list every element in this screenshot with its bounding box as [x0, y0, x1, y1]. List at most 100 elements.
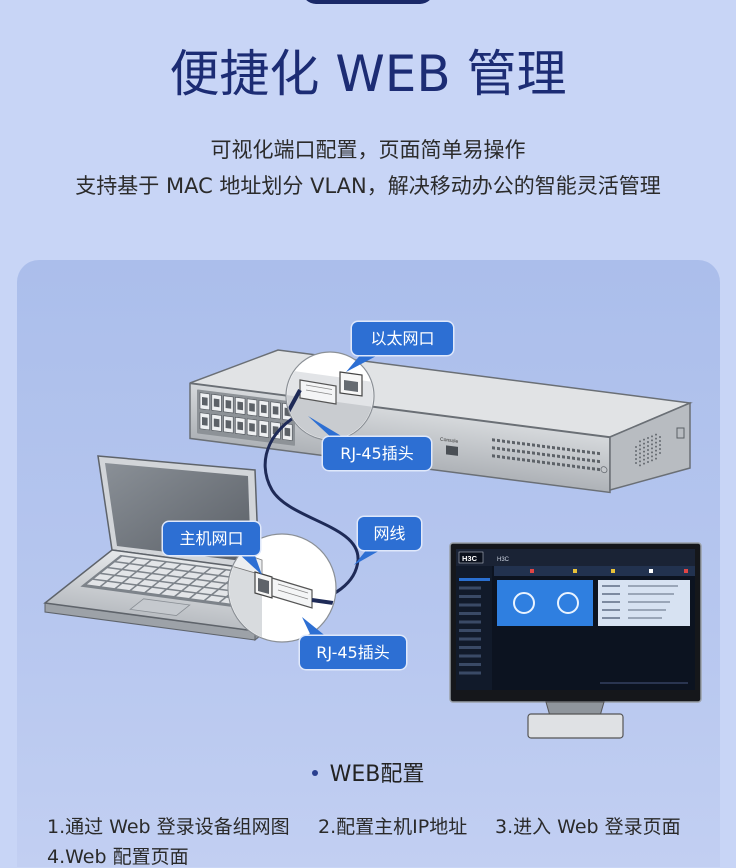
sidebar-menu-item [459, 671, 481, 675]
page-title: 便捷化 WEB 管理 [169, 45, 567, 103]
sidebar-menu-item [459, 646, 481, 649]
info-key-line [602, 609, 620, 611]
switch-led [597, 451, 600, 456]
keyboard-key [123, 578, 143, 585]
keyboard-key [213, 589, 232, 597]
keyboard-key [183, 585, 202, 593]
keyboard-key [138, 566, 158, 573]
vent-hole [643, 454, 645, 457]
keyboard-key [146, 574, 165, 581]
switch-led [532, 459, 535, 463]
vent-hole [639, 448, 641, 451]
keyboard-key [153, 582, 173, 589]
keyboard-key [146, 560, 165, 567]
info-value-line [628, 617, 662, 619]
sidebar-menu-item [459, 637, 481, 641]
switch-vent [635, 433, 661, 467]
web-ui-header [456, 549, 695, 566]
section-heading-text: WEB配置 [329, 762, 425, 787]
keyboard-key [175, 564, 195, 571]
switch-led [542, 452, 545, 457]
switch-led [522, 442, 525, 446]
info-key-line [602, 601, 620, 603]
switch-status-leds [492, 438, 600, 472]
keyboard-key [168, 584, 188, 591]
switch-led [562, 447, 565, 451]
vent-hole [651, 455, 653, 458]
tail-rj45-host [302, 617, 328, 638]
vent-hole [643, 438, 645, 441]
switch-led [547, 461, 550, 465]
switch-port-socket [202, 416, 208, 426]
switch-led [557, 446, 560, 451]
tail-rj45-switch [308, 416, 348, 440]
keyboard-key [131, 585, 150, 593]
console-label: Console [440, 437, 459, 445]
vent-hole [643, 450, 645, 453]
switch-side-face [609, 401, 691, 491]
keyboard-key [205, 582, 225, 589]
memory-usage-ring [557, 592, 579, 614]
monitor-stand-base [527, 713, 624, 739]
switch-led [597, 459, 600, 464]
vent-hole [635, 462, 637, 465]
vent-hole [655, 449, 657, 452]
info-value-line [628, 601, 670, 603]
vent-hole [655, 453, 657, 456]
sidebar-menu-item [459, 595, 481, 598]
web-ui-sidebar-menu [459, 578, 490, 675]
info-value-line [628, 593, 674, 595]
switch-led [502, 447, 505, 451]
keyboard-key [131, 558, 150, 565]
switch-led [522, 450, 525, 454]
sidebar-menu-item [459, 603, 481, 607]
switch-led [557, 454, 560, 459]
vent-hole [643, 462, 645, 465]
switch-port-socket [272, 406, 279, 415]
callout-ethernet-port: 以太网口 [352, 322, 453, 355]
callout-host-port: 主机网口 [163, 522, 260, 555]
vent-hole [659, 447, 661, 450]
keyboard-key [108, 562, 128, 569]
switch-led [542, 460, 545, 465]
web-ui-header-title: H3C [497, 557, 510, 563]
keyboard-key [198, 574, 217, 581]
keyboard-key [191, 593, 210, 601]
keyboard-key [190, 580, 210, 587]
switch-led [592, 451, 595, 455]
step-4: 4.Web 配置页面 [47, 846, 189, 868]
switch-led [507, 440, 510, 444]
vent-hole [635, 450, 637, 453]
keyboard-key [176, 591, 195, 599]
status-alarm-red [530, 569, 534, 573]
switch-led [572, 448, 575, 452]
switch-led [587, 450, 590, 454]
switch-led [547, 445, 550, 449]
callout-rj45-switch: RJ-45插头 [323, 437, 431, 470]
switch-led [567, 447, 570, 452]
vent-hole [635, 454, 637, 457]
switch-led [497, 446, 500, 451]
switch-port-socket [237, 421, 243, 431]
switch-port-magnifier [285, 351, 375, 441]
vent-hole [651, 435, 653, 438]
keyboard-key [213, 576, 232, 583]
keyboard-key [109, 576, 128, 583]
bullet-dot [311, 770, 318, 776]
switch-led [507, 448, 510, 452]
status-alarm-red-2 [684, 569, 688, 573]
keyboard-key [116, 583, 136, 591]
vent-hole [651, 443, 653, 446]
switch-led [567, 463, 570, 468]
vent-hole [639, 464, 641, 467]
switch-led [527, 442, 530, 447]
cpu-usage-ring [513, 592, 535, 614]
info-value-line [628, 585, 678, 587]
switch-led [502, 439, 505, 443]
switch-led [592, 467, 595, 471]
vent-hole [647, 461, 649, 463]
switch-led [512, 440, 515, 445]
switch-led [562, 455, 565, 459]
switch-led [517, 449, 520, 453]
sidebar-menu-item [459, 654, 481, 658]
